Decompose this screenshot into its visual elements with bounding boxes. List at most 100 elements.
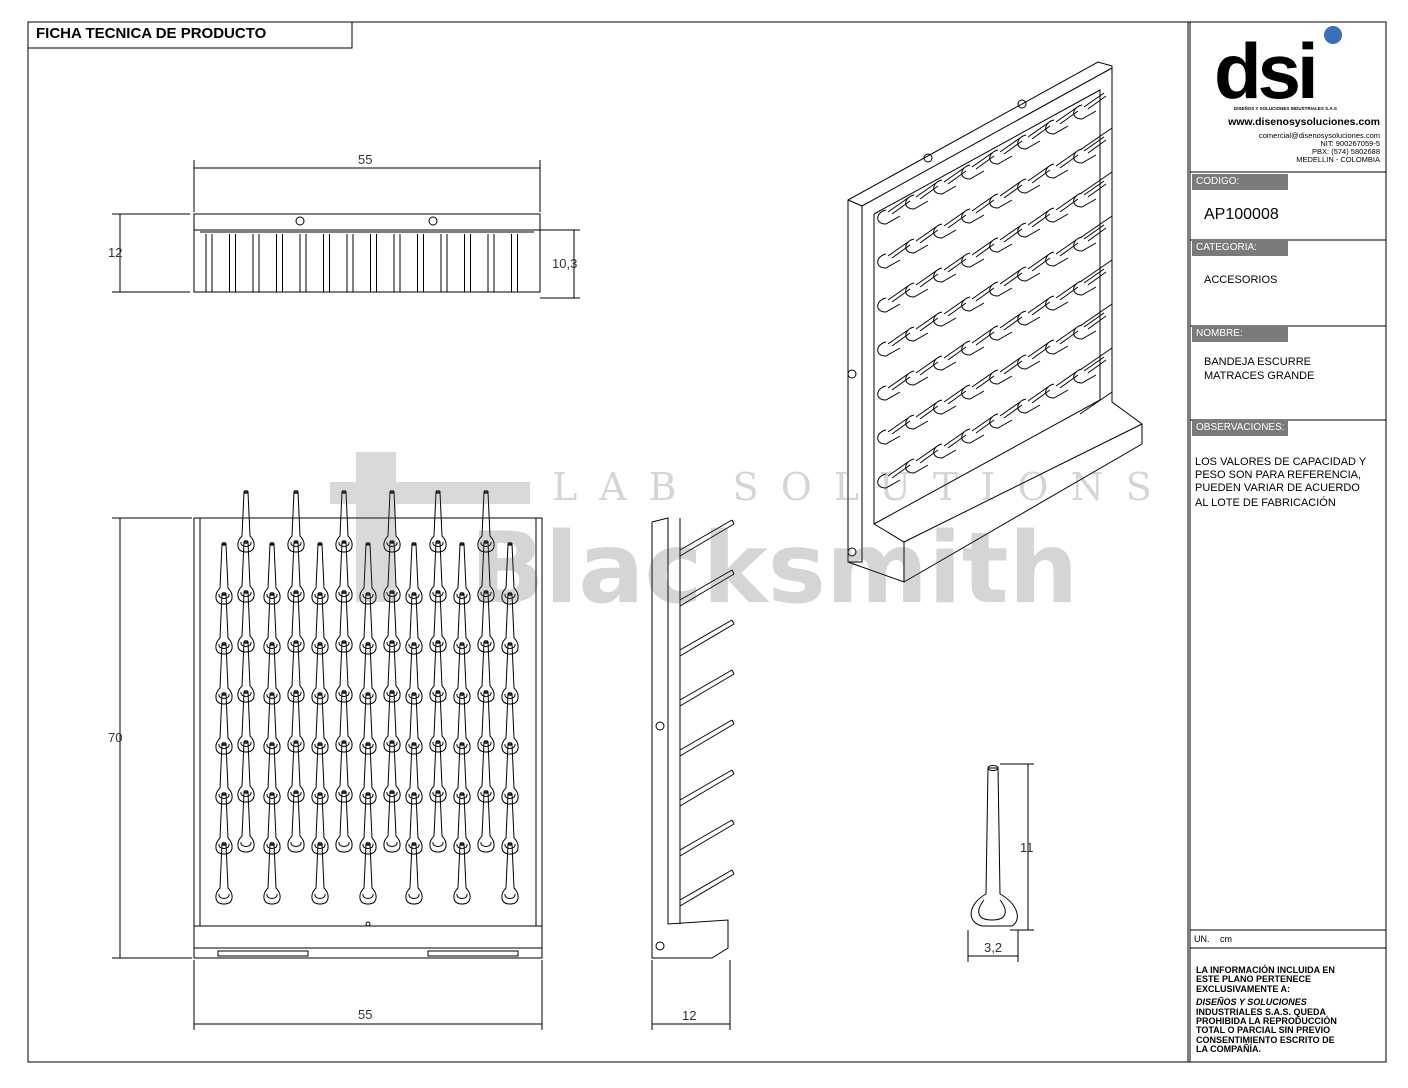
iso-peg <box>877 285 911 313</box>
iso-peg <box>1045 151 1079 179</box>
iso-peg <box>933 431 967 459</box>
iso-peg <box>1073 180 1107 208</box>
iso-peg <box>961 416 995 444</box>
iso-peg <box>1045 195 1079 223</box>
side-peg <box>679 569 733 601</box>
panel-rows <box>1190 171 1386 949</box>
company-phone: PBX: (574) 5802688 <box>1312 147 1380 156</box>
codigo-value: AP100008 <box>1204 206 1279 223</box>
company-city: MEDELLIN - COLOMBIA <box>1296 155 1380 164</box>
peg <box>477 490 495 553</box>
peg <box>335 790 353 853</box>
iso-peg <box>1045 283 1079 311</box>
peg <box>383 740 401 803</box>
iso-peg <box>989 137 1023 165</box>
peg <box>263 742 281 805</box>
iso-peg <box>877 461 911 489</box>
peg <box>405 542 423 605</box>
iso-peg <box>1045 327 1079 355</box>
obs-line3: PUEDEN VARIAR DE ACUERDO <box>1195 482 1360 494</box>
side-peg <box>731 669 735 675</box>
peg <box>477 740 495 803</box>
side-peg <box>679 723 735 757</box>
peg <box>359 542 377 605</box>
peg <box>453 792 471 855</box>
nombre-line2: MATRACES GRANDE <box>1204 370 1315 382</box>
peg <box>501 592 519 655</box>
obs-line4: AL LOTE DE FABRICACIÓN <box>1195 497 1336 509</box>
iso-peg <box>877 241 911 269</box>
side-peg <box>731 769 735 775</box>
peg <box>311 842 329 905</box>
peg <box>215 592 233 655</box>
side-peg <box>679 823 735 857</box>
disclaimer-line: EXCLUSIVAMENTE A: <box>1196 983 1291 994</box>
peg <box>453 592 471 655</box>
peg <box>263 592 281 655</box>
peg <box>383 490 401 553</box>
units-value: cm <box>1220 934 1232 944</box>
iso-peg <box>1073 312 1107 340</box>
peg-detail <box>967 763 1034 962</box>
iso-peg <box>905 314 939 342</box>
iso-peg <box>905 182 939 210</box>
watermark: LAB SOLUTIONS Blacksmith <box>330 452 1152 626</box>
peg <box>477 540 495 603</box>
peg <box>359 742 377 805</box>
peg <box>215 792 233 855</box>
company-website: www.disenosysoluciones.com <box>1228 116 1380 128</box>
nombre-label: NOMBRE: <box>1192 326 1288 342</box>
peg <box>429 790 447 853</box>
iso-peg <box>933 167 967 195</box>
peg <box>287 690 305 753</box>
nombre-line1: BANDEJA ESCURRE <box>1204 356 1311 368</box>
iso-peg <box>1017 386 1051 414</box>
iso-peg <box>989 357 1023 385</box>
iso-rod <box>1079 259 1113 283</box>
peg <box>287 790 305 853</box>
peg <box>263 842 281 905</box>
dim-front-width: 55 <box>358 1007 372 1022</box>
peg <box>383 540 401 603</box>
peg <box>405 842 423 905</box>
iso-peg <box>961 284 995 312</box>
peg <box>237 740 255 803</box>
peg <box>501 792 519 855</box>
iso-peg <box>989 401 1023 429</box>
iso-peg <box>933 387 967 415</box>
categoria-value: ACCESORIOS <box>1204 274 1278 286</box>
company-logo: dsi <box>1214 26 1342 115</box>
iso-peg <box>905 270 939 298</box>
peg <box>501 742 519 805</box>
iso-peg <box>877 329 911 357</box>
disclaimer-line: CONSENTIMIENTO ESCRITO DE <box>1196 1034 1335 1045</box>
peg <box>215 692 233 755</box>
disclaimer-line: PROHIBIDA LA REPRODUCCIÓN <box>1196 1016 1337 1027</box>
iso-peg <box>877 197 911 225</box>
peg <box>287 740 305 803</box>
side-peg <box>731 519 735 525</box>
peg <box>477 690 495 753</box>
peg <box>311 642 329 705</box>
peg <box>477 590 495 653</box>
peg <box>237 540 255 603</box>
disclaimer-line: LA COMPAÑÍA. <box>1196 1044 1261 1055</box>
iso-peg <box>933 255 967 283</box>
peg <box>335 540 353 603</box>
peg <box>335 740 353 803</box>
peg <box>501 842 519 905</box>
peg <box>311 692 329 755</box>
iso-peg <box>961 152 995 180</box>
units-label: UN. <box>1194 934 1210 944</box>
iso-peg <box>877 373 911 401</box>
disclaimer-line: LA INFORMACIÓN INCLUIDA EN <box>1196 965 1335 975</box>
iso-peg <box>1017 254 1051 282</box>
iso-peg <box>905 402 939 430</box>
iso-peg <box>961 240 995 268</box>
dim-top-height: 12 <box>108 245 122 260</box>
side-peg <box>731 819 735 825</box>
peg <box>237 590 255 653</box>
peg <box>405 642 423 705</box>
iso-rod <box>1079 391 1113 415</box>
